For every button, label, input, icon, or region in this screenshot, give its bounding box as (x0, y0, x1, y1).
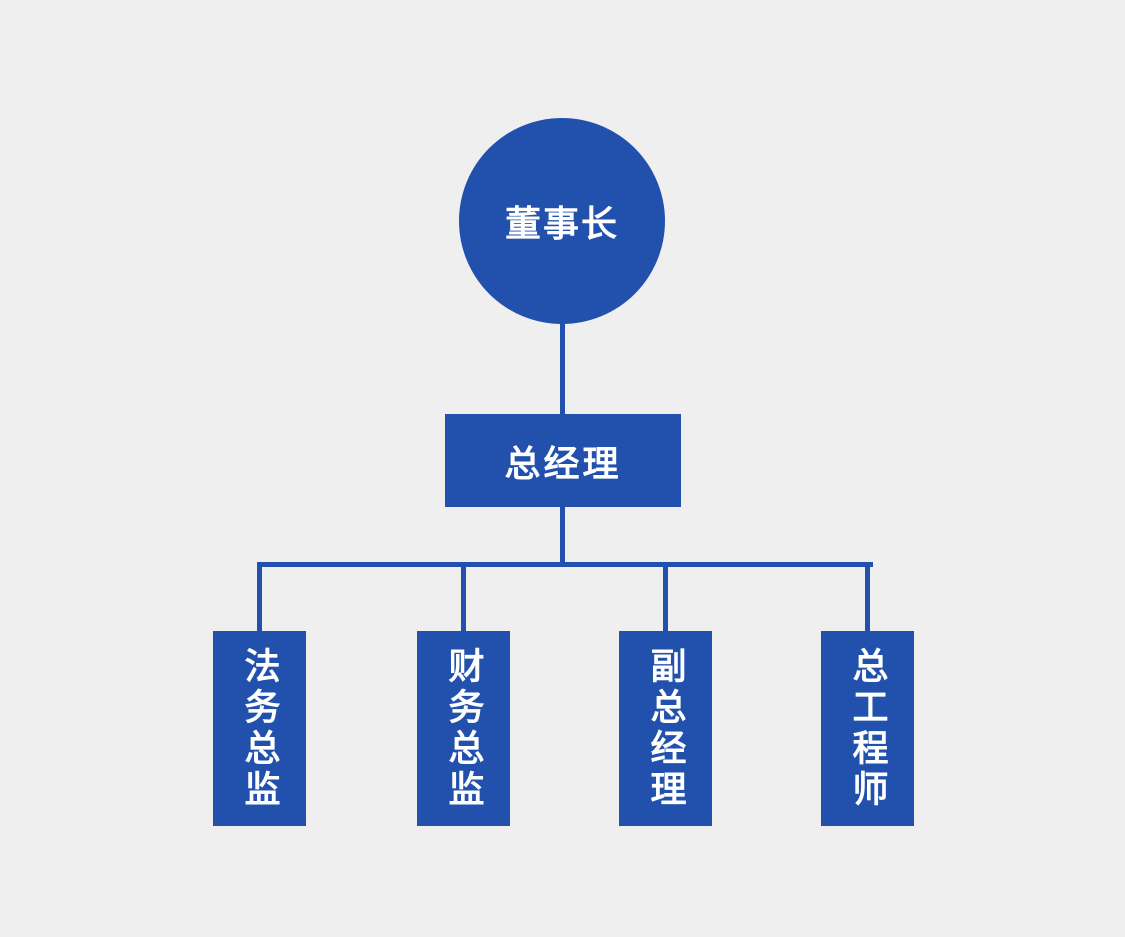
node-general-manager-label: 总经理 (504, 442, 622, 484)
node-finance-director-label: 财务总监 (443, 646, 485, 811)
connector-horizontal-bus (257, 562, 873, 567)
node-chairman-label: 董事长 (504, 203, 619, 244)
node-chairman: 董事长 (459, 118, 665, 324)
node-finance-director: 财务总监 (417, 631, 510, 826)
node-general-manager: 总经理 (445, 414, 681, 507)
connector-chairman-to-gm (560, 320, 565, 416)
node-chief-engineer-label: 总工程师 (847, 646, 889, 811)
node-legal-director: 法务总监 (213, 631, 306, 826)
node-legal-director-label: 法务总监 (239, 646, 281, 811)
node-chief-engineer: 总工程师 (821, 631, 914, 826)
node-deputy-general-manager-label: 副总经理 (645, 646, 687, 811)
connector-drop-finance-director (461, 562, 466, 633)
connector-gm-stem (560, 505, 565, 565)
connector-drop-legal-director (257, 562, 262, 633)
connector-drop-deputy-gm (663, 562, 668, 633)
node-deputy-general-manager: 副总经理 (619, 631, 712, 826)
connector-drop-chief-engineer (865, 562, 870, 633)
